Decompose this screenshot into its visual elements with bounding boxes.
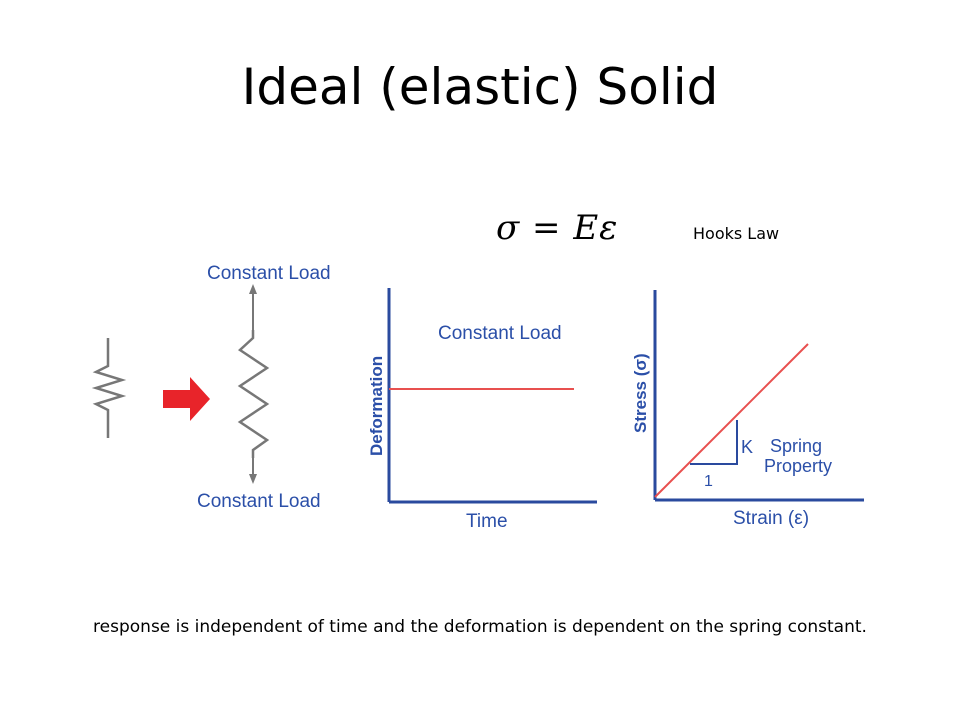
caption-text: response is independent of time and the … <box>93 617 867 637</box>
spring-property-line1: Spring <box>770 436 822 456</box>
stress-strain-line <box>654 343 809 498</box>
slope-run-label: 1 <box>704 473 713 490</box>
deformation-x-label: Time <box>466 511 508 532</box>
slide-title: Ideal (elastic) Solid <box>241 58 719 116</box>
slope-triangle <box>690 420 738 465</box>
deformation-plot-title: Constant Load <box>438 323 562 344</box>
stress-strain-plot: K 1 Spring Property Stress (σ) Strain (ε… <box>631 290 864 529</box>
hookes-law-equation: σ = Eε <box>496 208 619 248</box>
small-spring-icon <box>91 338 127 438</box>
hooks-law-label: Hooks Law <box>693 224 780 243</box>
spring-bottom-load-label: Constant Load <box>197 491 321 512</box>
stress-y-label: Stress (σ) <box>631 353 650 433</box>
loaded-spring-icon <box>237 284 270 484</box>
slope-k-label: K <box>741 437 753 457</box>
spring-property-line2: Property <box>764 456 832 476</box>
transition-arrow-icon <box>163 377 210 421</box>
spring-top-load-label: Constant Load <box>207 263 331 284</box>
deformation-time-plot: Constant Load Deformation Time <box>367 288 597 532</box>
deformation-y-label: Deformation <box>367 356 386 456</box>
strain-x-label: Strain (ε) <box>733 508 809 529</box>
